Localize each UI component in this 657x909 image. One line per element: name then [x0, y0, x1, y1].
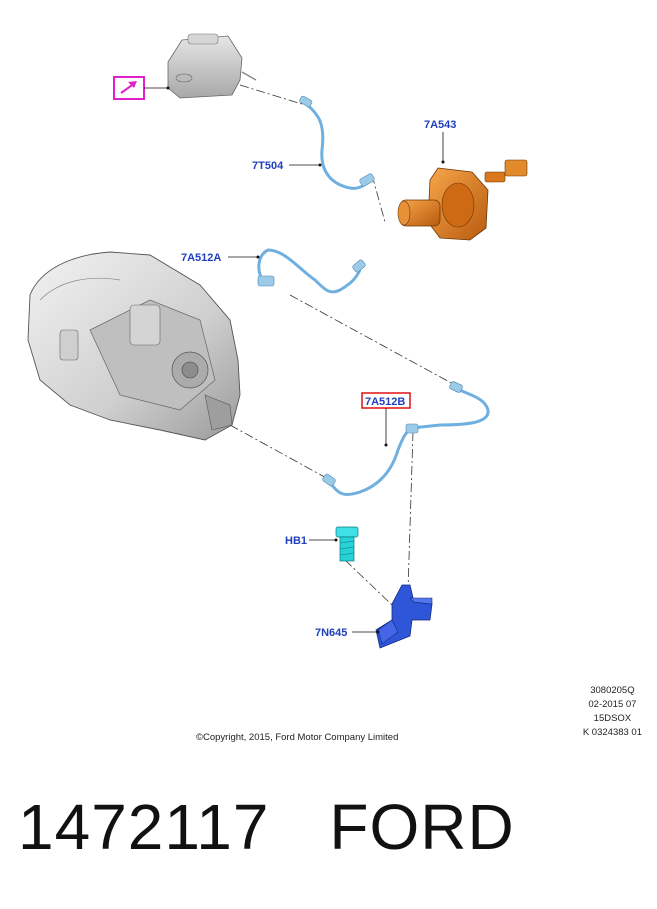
callout-hb1: HB1 — [285, 535, 307, 547]
part-title: 1472117 FORD — [18, 790, 515, 864]
callout-7a512b: 7A512B — [365, 396, 405, 408]
part-number: 1472117 — [18, 791, 270, 863]
assembly-centerlines — [229, 84, 456, 606]
ref-code: K 0324383 01 — [582, 727, 642, 738]
ref-code: 15DSOX — [593, 713, 632, 724]
callout-7t504: 7T504 — [252, 160, 284, 172]
arrow-up-right-icon — [120, 81, 137, 94]
callout-7n645: 7N645 — [315, 627, 347, 639]
clutch-slave-cylinder[interactable] — [397, 159, 528, 241]
callout-7a543: 7A543 — [424, 119, 456, 131]
brand-name: FORD — [329, 791, 515, 863]
middle-hydraulic-tube[interactable] — [257, 248, 366, 294]
bolt[interactable] — [335, 526, 359, 562]
copyright-notice: ©Copyright, 2015, Ford Motor Company Lim… — [196, 732, 399, 743]
clutch-fluid-reservoir[interactable] — [167, 33, 257, 99]
lower-hydraulic-tube[interactable] — [322, 381, 490, 496]
exploded-parts-diagram: 7T504 7A543 7A512A — [27, 33, 528, 649]
callout-7a512a: 7A512A — [181, 252, 221, 264]
callout-7a512b-box[interactable] — [361, 392, 411, 447]
upper-hydraulic-tube[interactable] — [299, 95, 375, 190]
ref-code: 3080205Q — [590, 685, 635, 696]
diagram-reference-codes: 3080205Q 02-2015 07 15DSOX K 0324383 01 — [583, 684, 642, 740]
transmission-housing[interactable] — [27, 251, 241, 441]
tube-bracket[interactable] — [375, 584, 433, 649]
reservoir-marker-box[interactable] — [113, 76, 170, 100]
ref-code: 02-2015 07 — [588, 699, 637, 710]
